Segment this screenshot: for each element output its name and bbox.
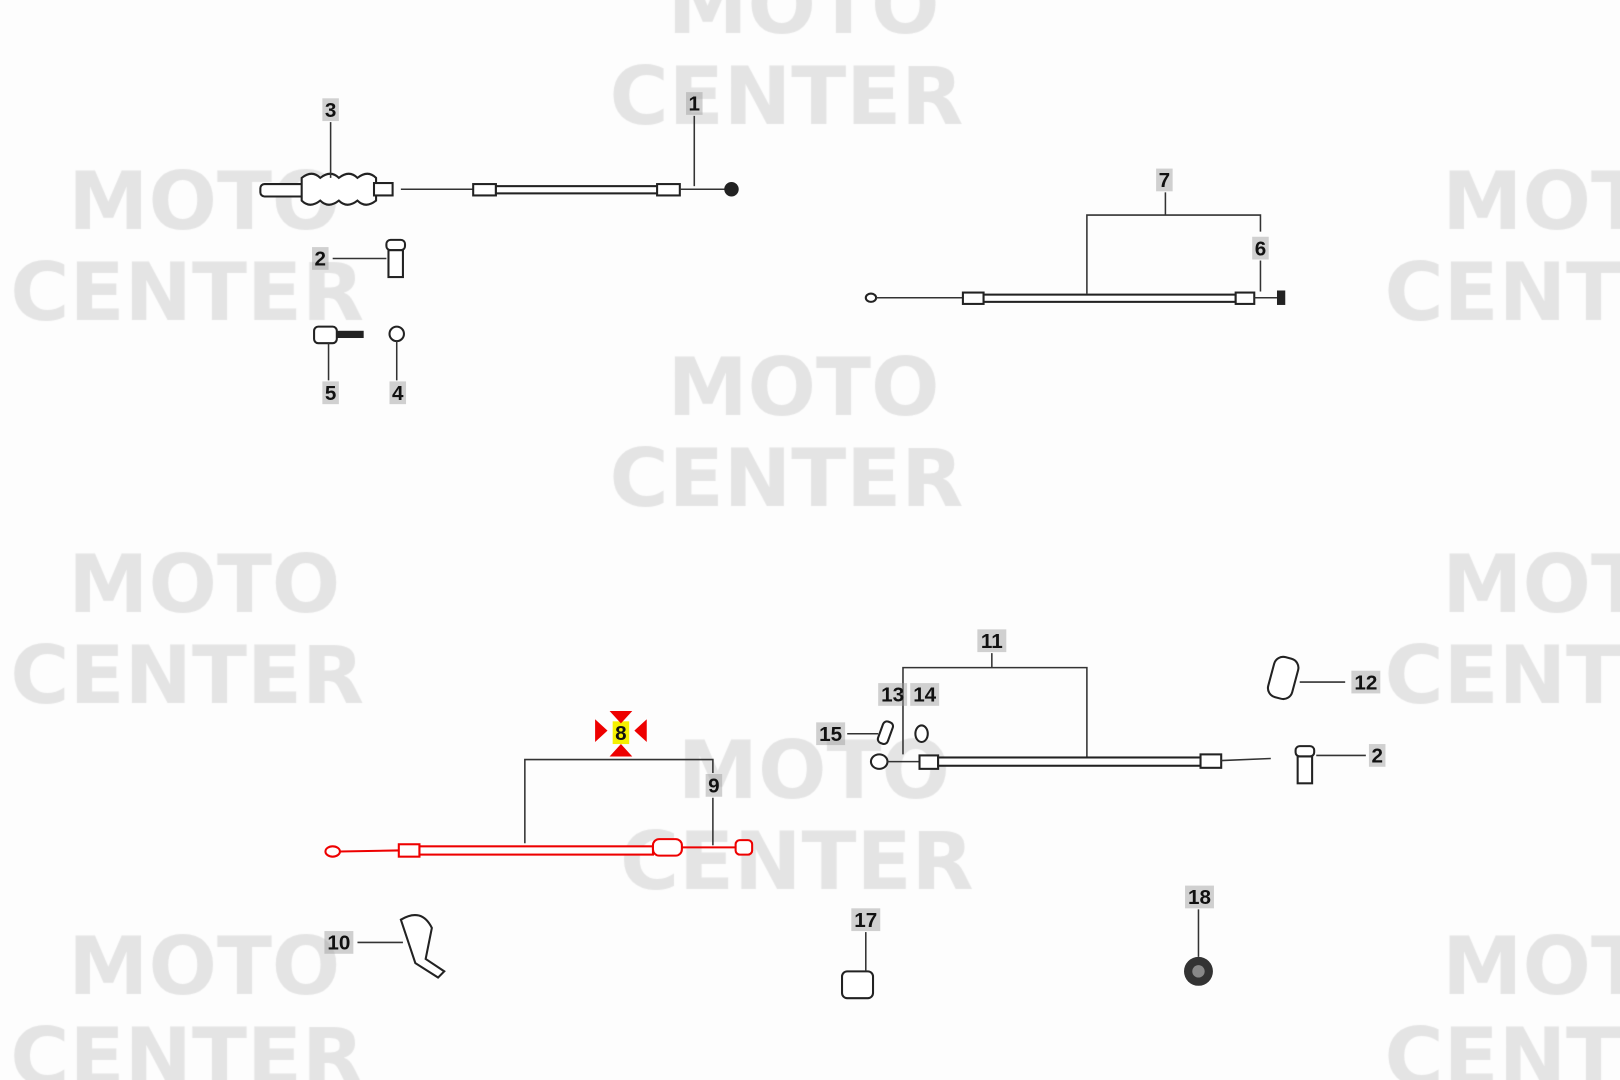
callout-bg: [389, 381, 407, 405]
callout-10[interactable]: 10: [324, 931, 354, 955]
callout-number: 4: [392, 382, 404, 405]
callout-11[interactable]: 11: [977, 629, 1007, 653]
callout-5[interactable]: 5: [322, 381, 339, 405]
leader-lines: [327, 115, 1366, 972]
selected-marker: [595, 710, 647, 757]
part-2-nipple[interactable]: [385, 238, 407, 279]
callout-bg: [312, 247, 329, 270]
callout-number: 13: [881, 684, 904, 707]
callout-3[interactable]: 3: [322, 98, 339, 122]
part-12[interactable]: [1266, 655, 1301, 701]
callout-bg: [1185, 885, 1214, 909]
part-4-nut[interactable]: [388, 325, 405, 343]
callout-18[interactable]: 18: [1185, 885, 1214, 910]
part-18[interactable]: [1184, 956, 1213, 986]
callout-number: 18: [1188, 886, 1211, 909]
callout-number: 17: [854, 909, 877, 932]
callout-bg: [322, 381, 339, 405]
part-cable-1[interactable]: [259, 172, 739, 206]
callout-number: 14: [913, 684, 936, 707]
part-15[interactable]: [876, 720, 895, 746]
callout-17[interactable]: 17: [851, 908, 881, 932]
callout-bg: [686, 92, 703, 115]
callout-number: 6: [1255, 237, 1267, 260]
callout-number: 7: [1159, 169, 1171, 192]
callout-bg: [1368, 744, 1386, 767]
callout-2b[interactable]: 2: [1368, 744, 1386, 768]
callout-13[interactable]: 13: [878, 683, 908, 707]
callout-number: 8: [615, 722, 626, 745]
callout-number: 1: [689, 93, 701, 116]
callout-number: 3: [325, 99, 337, 122]
part-5-bolt[interactable]: [313, 325, 364, 345]
callout-bg: [324, 931, 354, 954]
callout-bg: [977, 629, 1007, 653]
callout-number: 15: [819, 723, 842, 746]
callout-bg: [851, 908, 881, 932]
callout-number: 5: [325, 382, 337, 405]
part-10-clip[interactable]: [399, 914, 446, 979]
callout-bg: [816, 722, 846, 746]
callout-number: 10: [327, 932, 350, 955]
callout-15[interactable]: 15: [816, 722, 846, 746]
callout-bg: [612, 721, 630, 745]
callout-14[interactable]: 14: [910, 683, 940, 707]
part-14[interactable]: [914, 724, 929, 744]
callout-7[interactable]: 7: [1156, 168, 1173, 193]
callout-number: 2: [1371, 745, 1383, 768]
callout-8[interactable]: 8: [612, 721, 630, 745]
callout-number: 9: [708, 775, 720, 798]
callout-2a[interactable]: 2: [312, 247, 329, 271]
callout-bg: [878, 683, 908, 706]
callout-number: 11: [981, 630, 1003, 653]
callout-bg: [322, 98, 339, 122]
part-cable-11[interactable]: [869, 753, 1271, 770]
callout-6[interactable]: 6: [1252, 236, 1269, 261]
part-cable-7[interactable]: [864, 290, 1286, 305]
callout-number: 12: [1354, 671, 1377, 694]
callout-4[interactable]: 4: [389, 381, 407, 405]
callout-bg: [1351, 670, 1381, 694]
callout-bg: [1252, 236, 1269, 260]
part-cable-8-highlighted[interactable]: [324, 838, 754, 858]
callout-number: 2: [315, 248, 327, 271]
callout-12[interactable]: 12: [1351, 670, 1381, 695]
callout-bg: [1156, 168, 1173, 192]
callout-1[interactable]: 1: [686, 92, 703, 116]
part-2b-nipple[interactable]: [1294, 745, 1316, 785]
callout-bg: [705, 774, 723, 797]
part-17[interactable]: [840, 970, 875, 1000]
callout-bg: [910, 683, 940, 706]
callout-9[interactable]: 9: [705, 774, 723, 798]
